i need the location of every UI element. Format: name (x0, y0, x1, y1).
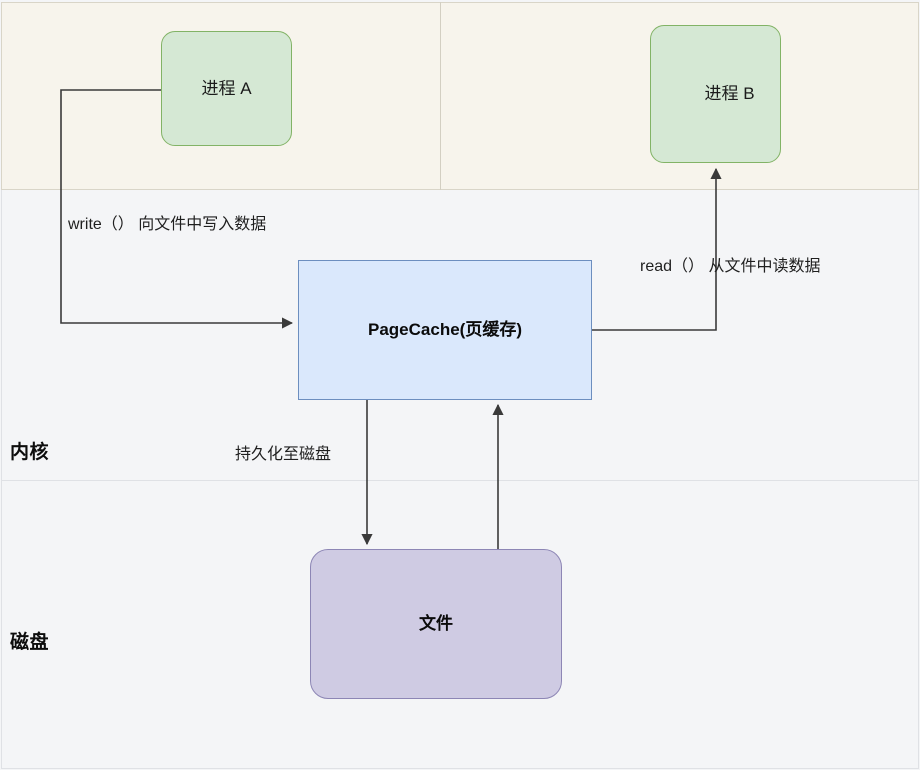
lane-label-kernel: 内核 (10, 442, 50, 463)
node-process-a-label: 进程 A (201, 78, 252, 98)
edge-label-flush: 持久化至磁盘 (235, 446, 332, 463)
edge-label-read: read（） 从文件中读数据 (640, 258, 821, 275)
node-pagecache-label: PageCache(页缓存) (368, 320, 522, 340)
node-process-b-label: 进程 B (704, 84, 755, 104)
node-process-a[interactable]: 进程 A (161, 31, 292, 146)
edge-label-write: write（） 向文件中写入数据 (68, 216, 267, 233)
node-file[interactable]: 文件 (310, 549, 562, 699)
node-file-label: 文件 (419, 614, 453, 634)
lane-user-space (1, 2, 919, 190)
lane-label-disk: 磁盘 (10, 632, 50, 653)
node-pagecache[interactable]: PageCache(页缓存) (298, 260, 592, 400)
node-process-b[interactable]: 进程 B (650, 25, 781, 163)
lane-user-space-divider (440, 2, 441, 190)
